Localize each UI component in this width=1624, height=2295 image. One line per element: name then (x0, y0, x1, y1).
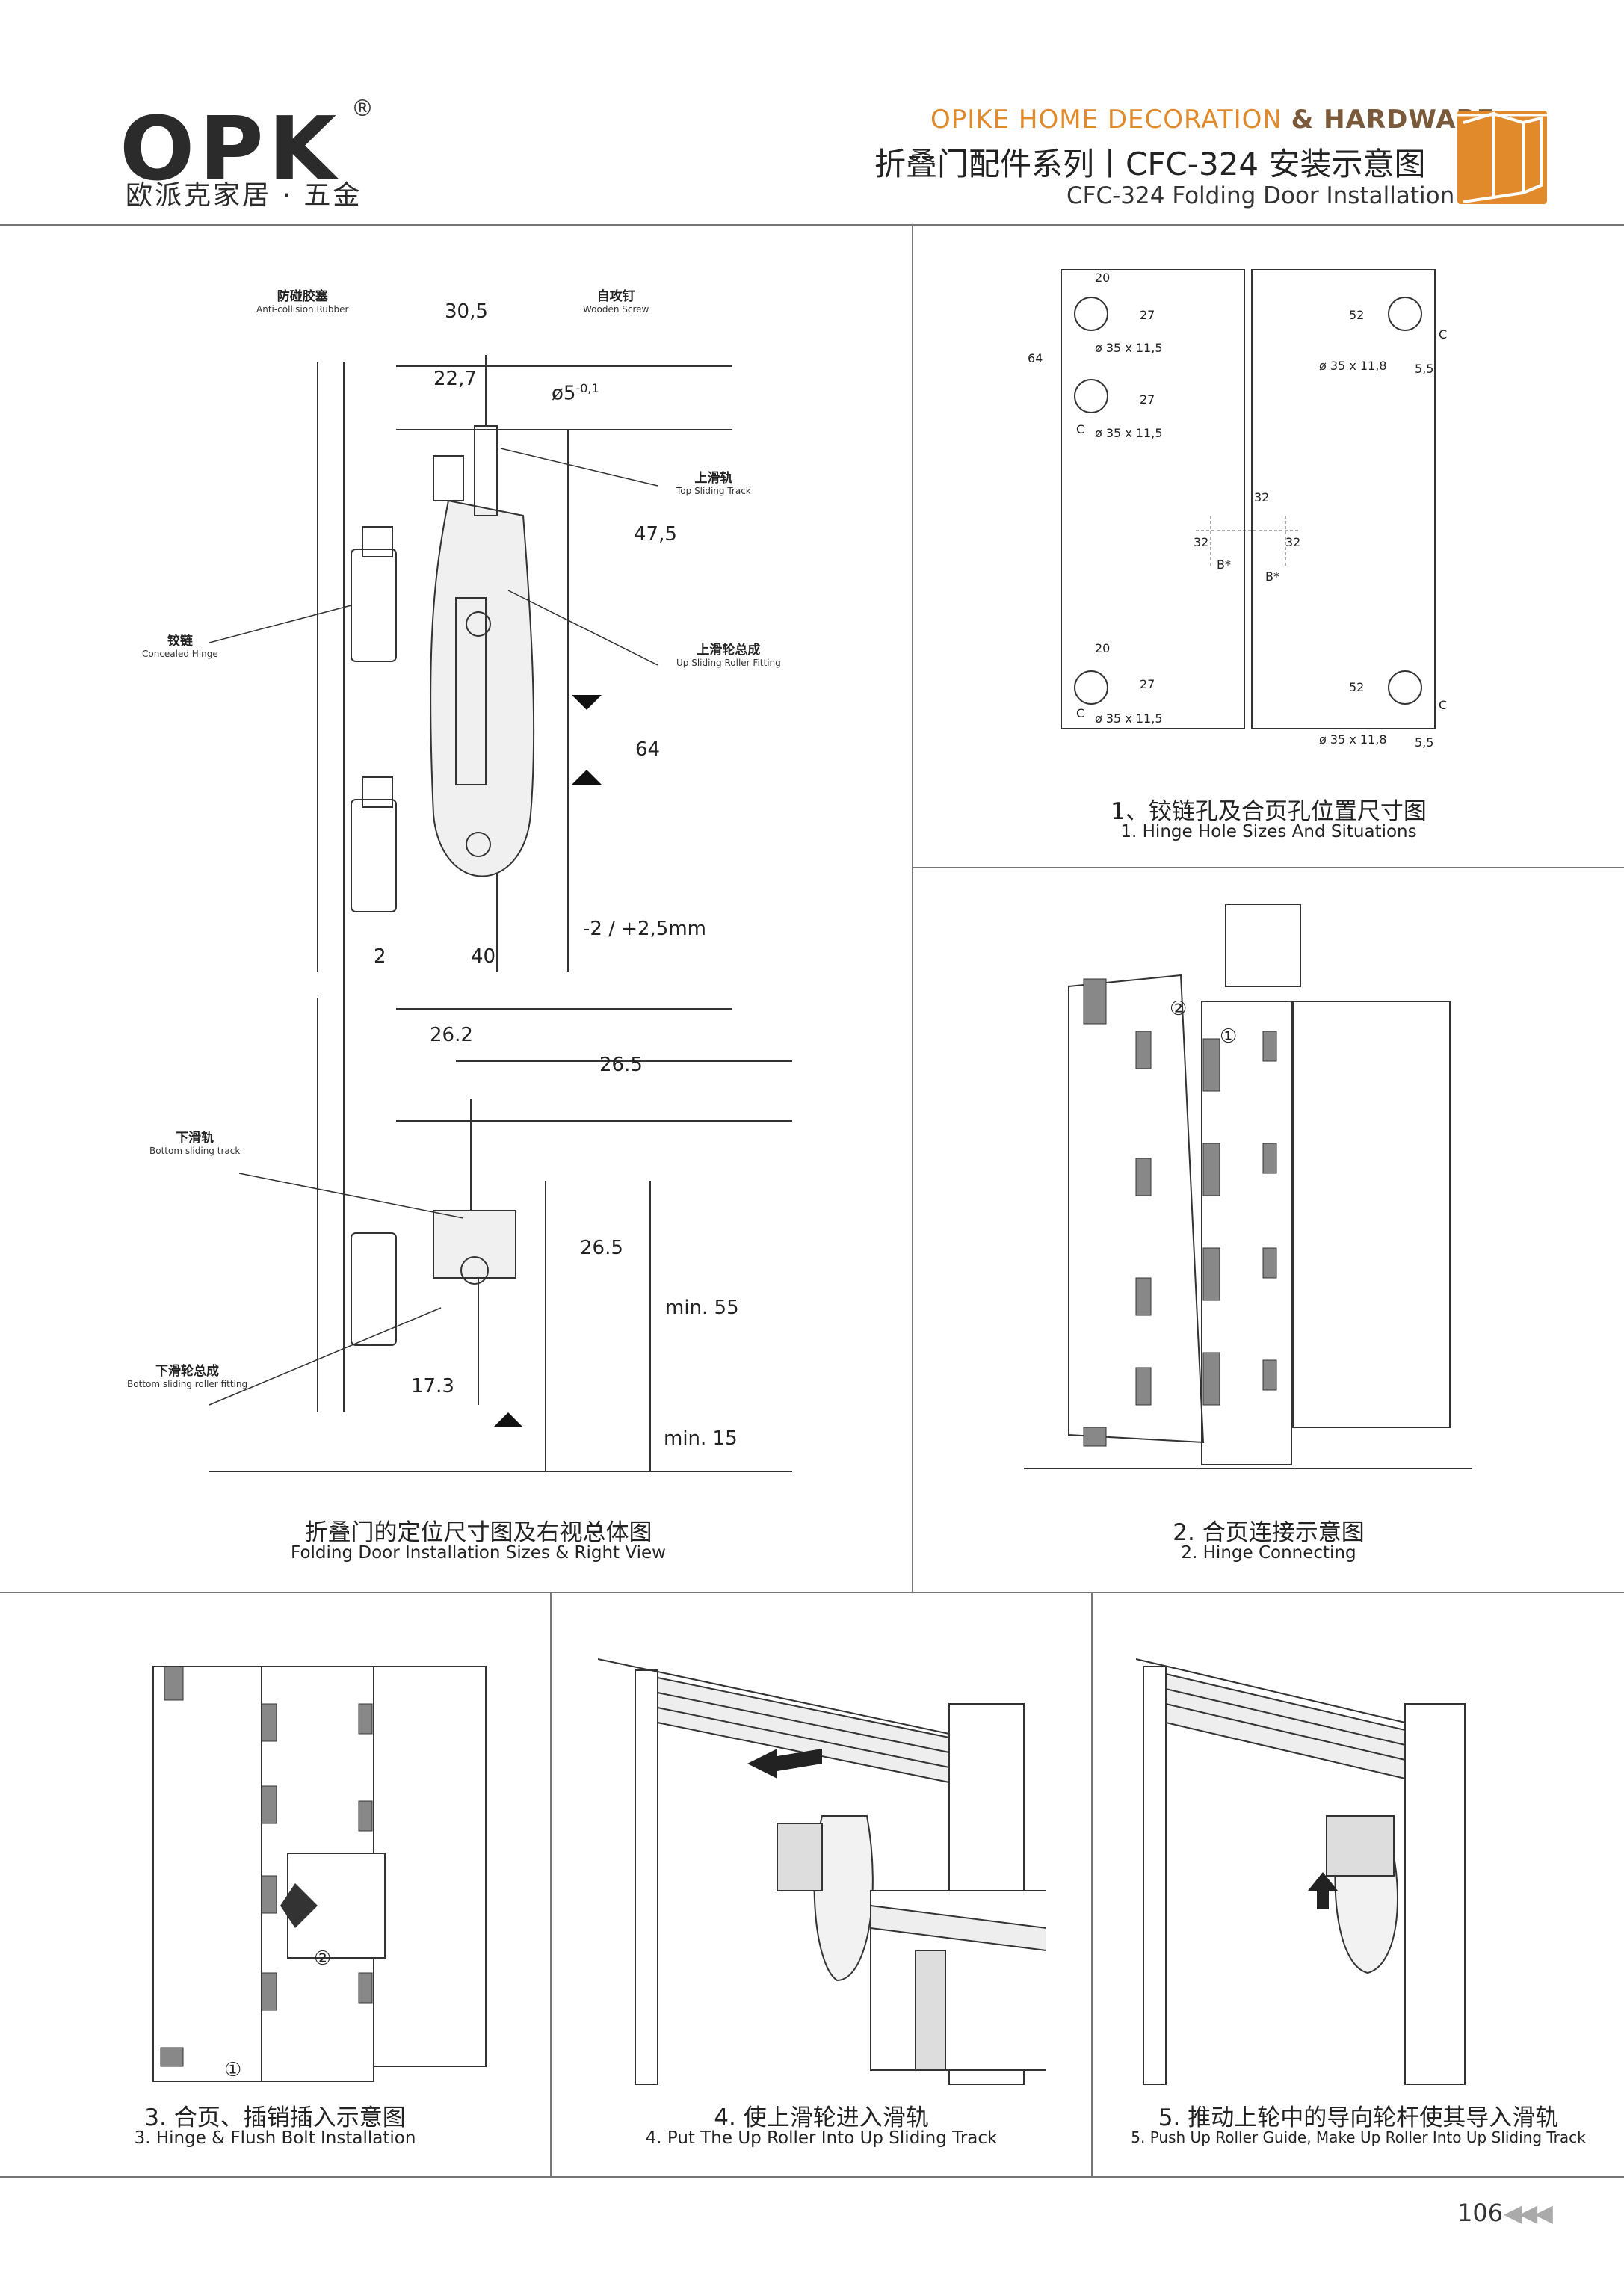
logo-text: OPK (120, 97, 342, 200)
hole-dim-27-a: 27 (1140, 308, 1155, 322)
brand-line: OPIKE HOME DECORATION & HARDWARE (930, 105, 1495, 135)
panel3-marker-1: ① (224, 2059, 242, 2081)
dim-22-7: 22,7 (433, 368, 477, 390)
main-drawing (209, 277, 792, 1473)
hole-dim-27-b: 27 (1140, 392, 1155, 407)
hole-dim-52-b: 52 (1349, 680, 1365, 694)
logo: OPK (120, 105, 341, 193)
panel3-caption-cn: 3. 合页、插销插入示意图 (144, 2104, 406, 2131)
dim-2: 2 (374, 945, 386, 968)
panel5-caption-cn: 5. 推动上轮中的导向轮杆使其导入滑轨 (1158, 2104, 1559, 2131)
hole-dim-5-5-a: 5,5 (1415, 362, 1434, 376)
hinge-holes-drawing (1060, 268, 1450, 732)
dim-17-3: 17.3 (411, 1375, 454, 1397)
dim-26-5-b: 26.5 (580, 1237, 623, 1259)
hole-dim-27-c: 27 (1140, 677, 1155, 691)
dim-min-15: min. 15 (664, 1427, 738, 1450)
dim-40: 40 (471, 945, 496, 968)
hole-dim-32-b: 32 (1194, 535, 1209, 549)
connect-caption-en: 2. Hinge Connecting (1181, 1543, 1356, 1563)
dim-47-5: 47,5 (634, 523, 677, 546)
model-code: CFC-324 (1066, 182, 1165, 209)
logo-subtitle: 欧派克家居 · 五金 (126, 180, 362, 211)
hole-dim-size-d: ø 35 x 11,5 (1095, 711, 1163, 726)
page-arrows-icon: ◀◀◀ (1504, 2199, 1553, 2227)
hinge-connect-drawing (1024, 904, 1472, 1472)
row-divider (0, 1592, 1624, 1593)
connect-marker-2: ② (1170, 998, 1188, 1020)
hole-dim-32-a: 32 (1254, 490, 1270, 504)
hole-dim-size-b: ø 35 x 11,5 (1095, 426, 1163, 440)
dim-64: 64 (635, 738, 661, 761)
hole-dim-c-a: C (1076, 422, 1085, 436)
panel5-drawing (1135, 1652, 1554, 2086)
main-caption-en: Folding Door Installation Sizes & Right … (291, 1543, 666, 1563)
hole-dim-20-b: 20 (1095, 641, 1111, 655)
bottom-col-divider-1 (550, 1593, 552, 2176)
brand-prefix: OPIKE HOME DECORATION (930, 105, 1282, 135)
right-col-divider (913, 867, 1624, 868)
column-divider (912, 224, 913, 1592)
hole-dim-64: 64 (1028, 351, 1043, 365)
label-wooden-screw: 自攻钉 Wooden Screw (583, 289, 649, 315)
dim-adjust: -2 / +2,5mm (583, 918, 707, 940)
page-title: 折叠门配件系列丨CFC-324 安装示意图 (874, 146, 1426, 182)
panel3-caption-en: 3. Hinge & Flush Bolt Installation (134, 2128, 416, 2148)
dim-hole-5: ø5-0,1 (552, 381, 599, 405)
panel5-caption-en: 5. Push Up Roller Guide, Make Up Roller … (1131, 2128, 1586, 2146)
dim-26-5-a: 26.5 (599, 1054, 643, 1076)
dim-min-55: min. 55 (665, 1297, 739, 1319)
dim-26-2: 26.2 (430, 1024, 473, 1046)
hole-dim-size-e: ø 35 x 11,8 (1319, 732, 1387, 747)
connect-marker-1: ① (1220, 1025, 1238, 1048)
hole-dim-c-b: C (1439, 327, 1448, 342)
folding-door-icon (1457, 111, 1547, 204)
hole-dim-c-d: C (1439, 698, 1448, 712)
hole-dim-32-c: 32 (1285, 535, 1301, 549)
connect-caption-cn: 2. 合页连接示意图 (1173, 1519, 1365, 1546)
hole-dim-size-c: ø 35 x 11,8 (1319, 359, 1387, 373)
label-up-roller: 上滑轮总成 Up Sliding Roller Fitting (676, 643, 781, 668)
hole-dim-b-b: B* (1265, 569, 1279, 584)
label-bottom-roller: 下滑轮总成 Bottom sliding roller fitting (127, 1364, 248, 1389)
registered-mark: ® (351, 96, 374, 122)
main-caption-cn: 折叠门的定位尺寸图及右视总体图 (304, 1519, 652, 1546)
panel4-caption-en: 4. Put The Up Roller Into Up Sliding Tra… (645, 2128, 998, 2148)
holes-caption-cn: 1、铰链孔及合页孔位置尺寸图 (1111, 798, 1427, 825)
label-top-track: 上滑轨 Top Sliding Track (676, 471, 751, 496)
label-anti-collision: 防碰胶塞 Anti-collision Rubber (256, 289, 349, 315)
hole-dim-52-a: 52 (1349, 308, 1365, 322)
hole-dim-size-a: ø 35 x 11,5 (1095, 341, 1163, 355)
hole-dim-20-a: 20 (1095, 271, 1111, 285)
page-number: 106 (1457, 2199, 1504, 2227)
page-subtitle: CFC-324 Folding Door Installation (1066, 182, 1454, 209)
panel4-drawing (597, 1652, 1051, 2086)
hole-dim-c-c: C (1076, 706, 1085, 720)
panel3-marker-2: ② (314, 1947, 332, 1970)
label-bottom-track: 下滑轨 Bottom sliding track (149, 1131, 241, 1156)
hole-dim-b-a: B* (1217, 557, 1231, 572)
panel4-caption-cn: 4. 使上滑轮进入滑轨 (714, 2104, 929, 2131)
panel3-drawing (149, 1652, 508, 2085)
subtitle-text: Folding Door Installation (1172, 182, 1455, 209)
bottom-col-divider-2 (1091, 1593, 1093, 2176)
header-divider (0, 224, 1624, 226)
label-hinge: 铰链 Concealed Hinge (142, 634, 218, 659)
footer-divider (0, 2176, 1624, 2178)
holes-caption-en: 1. Hinge Hole Sizes And Situations (1120, 822, 1417, 841)
hole-dim-5-5-b: 5,5 (1415, 735, 1434, 750)
dim-30-5: 30,5 (445, 300, 488, 323)
